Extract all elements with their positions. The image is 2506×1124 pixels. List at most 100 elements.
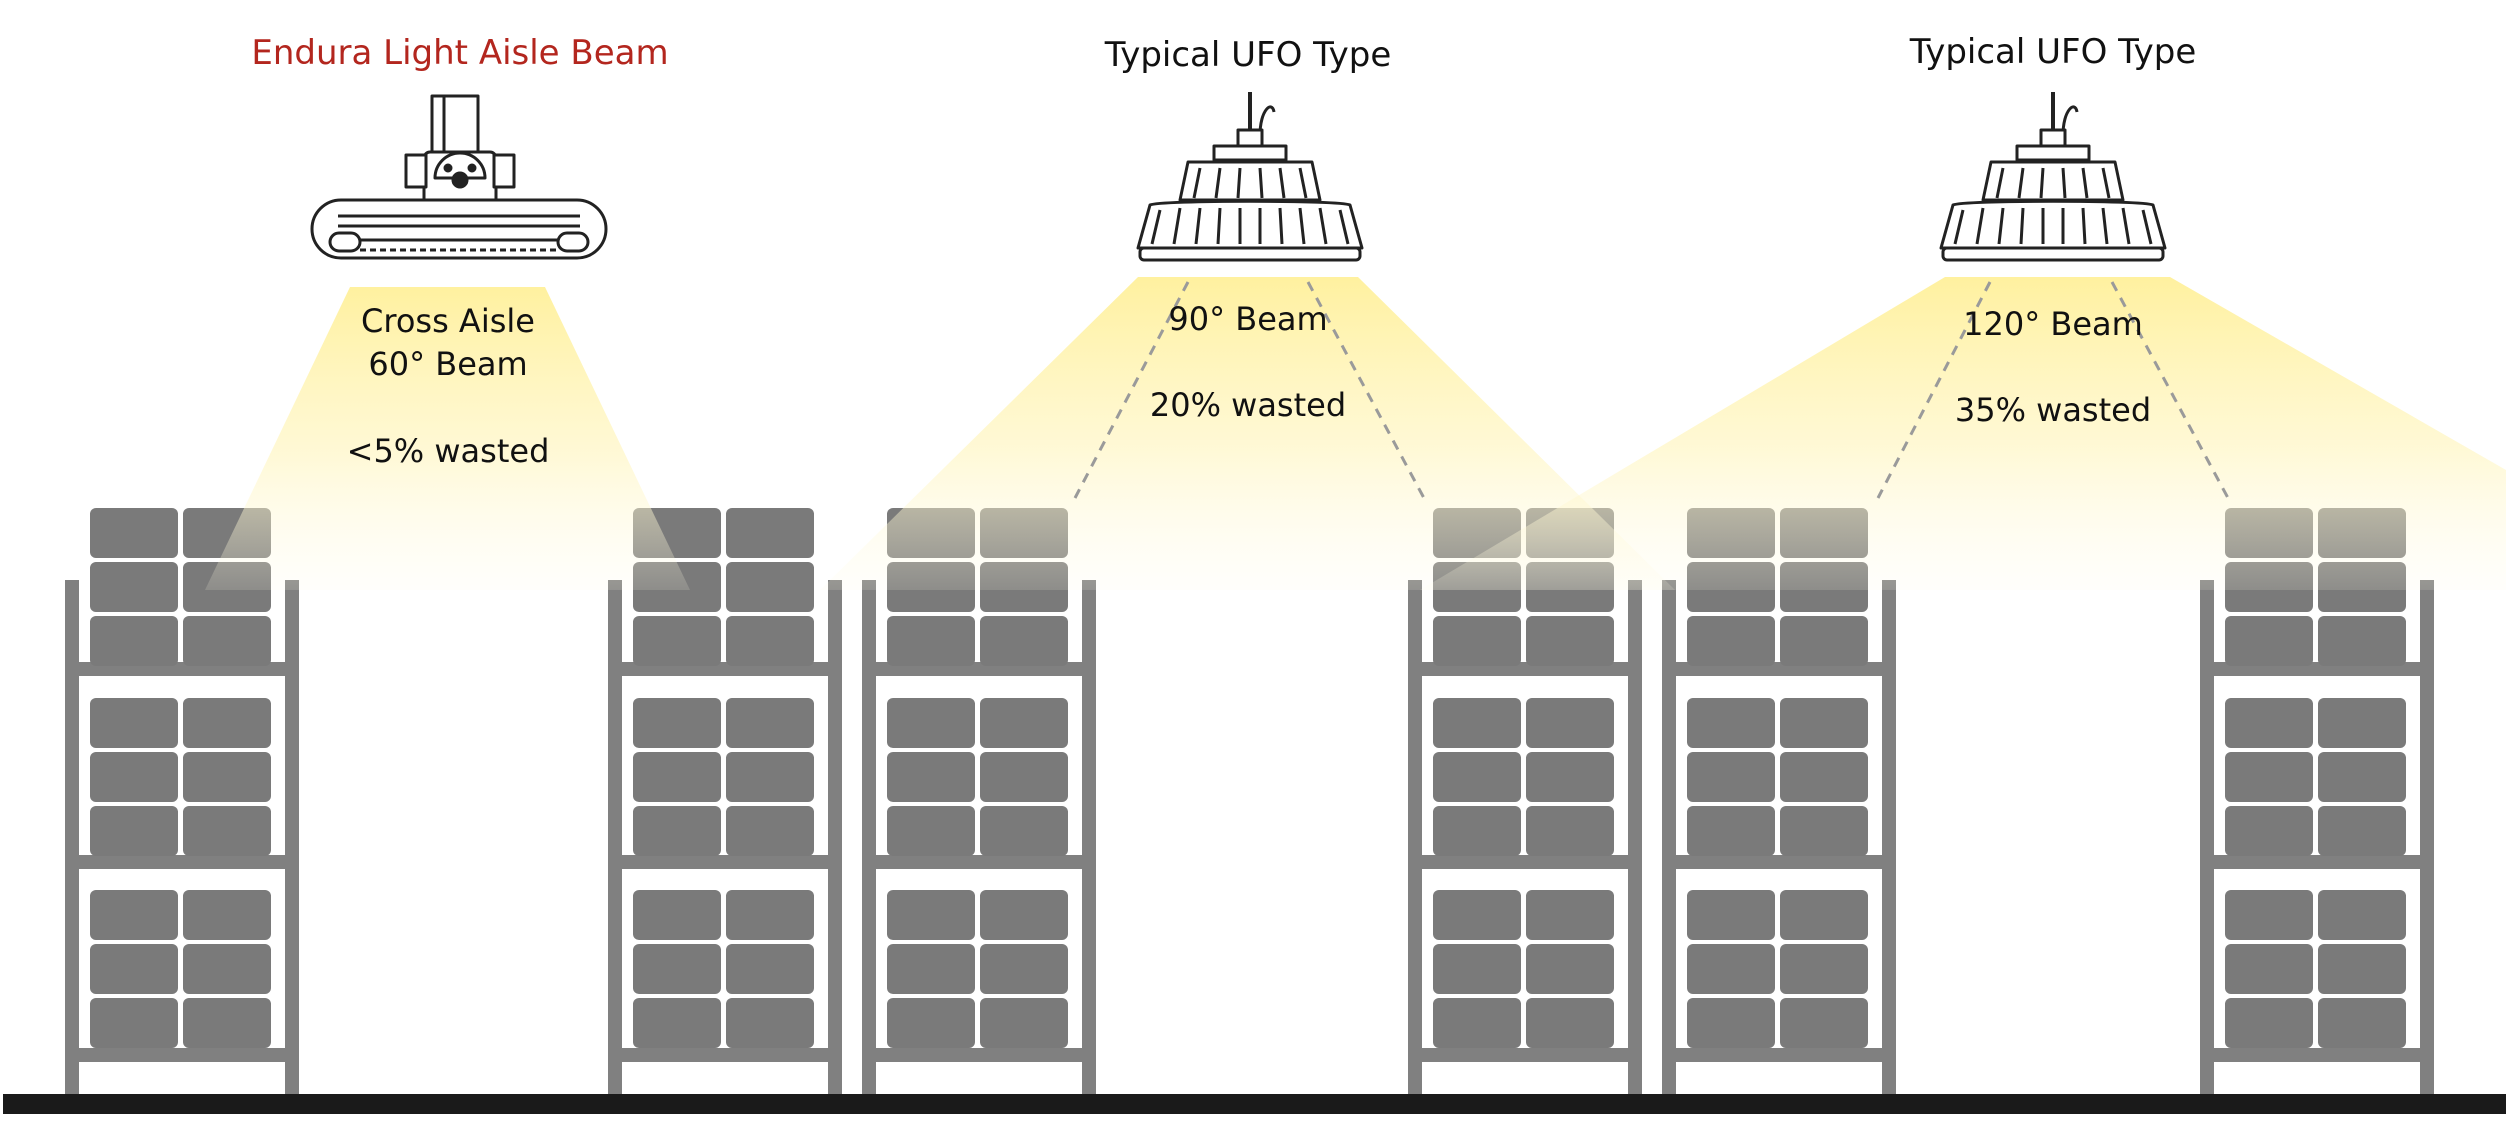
storage-box	[2225, 752, 2313, 802]
storage-box	[1780, 806, 1868, 856]
storage-box	[726, 890, 814, 940]
waste-label: 35% wasted	[1954, 391, 2152, 429]
storage-box	[90, 698, 178, 748]
storage-box	[1687, 944, 1775, 994]
shelving-rack	[1408, 508, 1642, 1094]
storage-box	[2318, 698, 2406, 748]
storage-box	[2318, 944, 2406, 994]
storage-box	[1433, 698, 1521, 748]
rack-post	[285, 580, 299, 1094]
beam-cone-90	[820, 277, 1675, 590]
storage-box	[726, 698, 814, 748]
guide-line-90-right	[1306, 281, 1427, 501]
storage-box	[183, 806, 271, 856]
floor-line	[3, 1094, 2506, 1114]
storage-box	[726, 616, 814, 666]
storage-box	[1433, 998, 1521, 1048]
storage-box	[183, 616, 271, 666]
storage-box	[980, 806, 1068, 856]
storage-box	[90, 562, 178, 612]
storage-box	[726, 508, 814, 558]
storage-box	[2318, 890, 2406, 940]
storage-box	[1780, 752, 1868, 802]
storage-box	[980, 752, 1068, 802]
shelving-rack	[608, 508, 842, 1094]
beam-label: 90° Beam	[1168, 300, 1328, 338]
storage-box	[1780, 616, 1868, 666]
panel-title: Typical UFO Type	[1909, 32, 2197, 72]
rack-post	[2200, 580, 2214, 1094]
rack-shelf	[2200, 855, 2434, 869]
storage-box	[90, 806, 178, 856]
guide-line-90-left	[1073, 281, 1190, 499]
beam-cone-120	[1420, 277, 2506, 590]
storage-box	[633, 998, 721, 1048]
storage-box	[980, 616, 1068, 666]
storage-box	[633, 944, 721, 994]
storage-box	[980, 698, 1068, 748]
storage-box	[1433, 616, 1521, 666]
rack-shelf	[608, 855, 842, 869]
storage-box	[1526, 890, 1614, 940]
storage-box	[90, 890, 178, 940]
storage-box	[1526, 998, 1614, 1048]
rack-post	[862, 580, 876, 1094]
storage-box	[2318, 752, 2406, 802]
storage-box	[1687, 698, 1775, 748]
beam-label: 120° Beam	[1963, 305, 2143, 343]
rack-shelf	[2200, 1048, 2434, 1062]
storage-box	[2225, 944, 2313, 994]
rack-shelf	[1408, 1048, 1642, 1062]
storage-box	[887, 752, 975, 802]
storage-box	[1780, 890, 1868, 940]
storage-box	[90, 616, 178, 666]
beam-label: Cross Aisle	[361, 302, 535, 340]
storage-box	[980, 944, 1068, 994]
shelving-racks	[65, 508, 2434, 1094]
rack-post	[1882, 580, 1896, 1094]
storage-box	[1433, 806, 1521, 856]
storage-box	[1780, 944, 1868, 994]
storage-box	[183, 998, 271, 1048]
storage-box	[887, 806, 975, 856]
storage-box	[1687, 998, 1775, 1048]
storage-box	[633, 806, 721, 856]
rack-post	[65, 580, 79, 1094]
storage-box	[2318, 998, 2406, 1048]
rack-post	[2420, 580, 2434, 1094]
storage-box	[1526, 752, 1614, 802]
storage-box	[183, 890, 271, 940]
storage-box	[2225, 806, 2313, 856]
storage-box	[1687, 890, 1775, 940]
panel-title: Typical UFO Type	[1104, 35, 1392, 75]
storage-box	[90, 508, 178, 558]
rack-post	[828, 580, 842, 1094]
storage-box	[887, 616, 975, 666]
rack-post	[1662, 580, 1676, 1094]
storage-box	[183, 944, 271, 994]
storage-box	[633, 890, 721, 940]
storage-box	[2318, 616, 2406, 666]
storage-box	[726, 752, 814, 802]
rack-shelf	[862, 1048, 1096, 1062]
storage-box	[1526, 806, 1614, 856]
storage-box	[90, 944, 178, 994]
storage-box	[633, 698, 721, 748]
rack-shelf	[1662, 855, 1896, 869]
rack-shelf	[1662, 1048, 1896, 1062]
storage-box	[1433, 890, 1521, 940]
storage-box	[1526, 944, 1614, 994]
storage-box	[726, 562, 814, 612]
storage-box	[633, 616, 721, 666]
storage-box	[90, 752, 178, 802]
storage-box	[726, 806, 814, 856]
rack-post	[1408, 580, 1422, 1094]
shelving-rack	[862, 508, 1096, 1094]
light-beams	[205, 277, 2506, 590]
shelving-rack	[1662, 508, 1896, 1094]
rack-shelf	[1408, 855, 1642, 869]
storage-box	[887, 944, 975, 994]
storage-box	[2225, 890, 2313, 940]
shelving-rack	[2200, 508, 2434, 1094]
